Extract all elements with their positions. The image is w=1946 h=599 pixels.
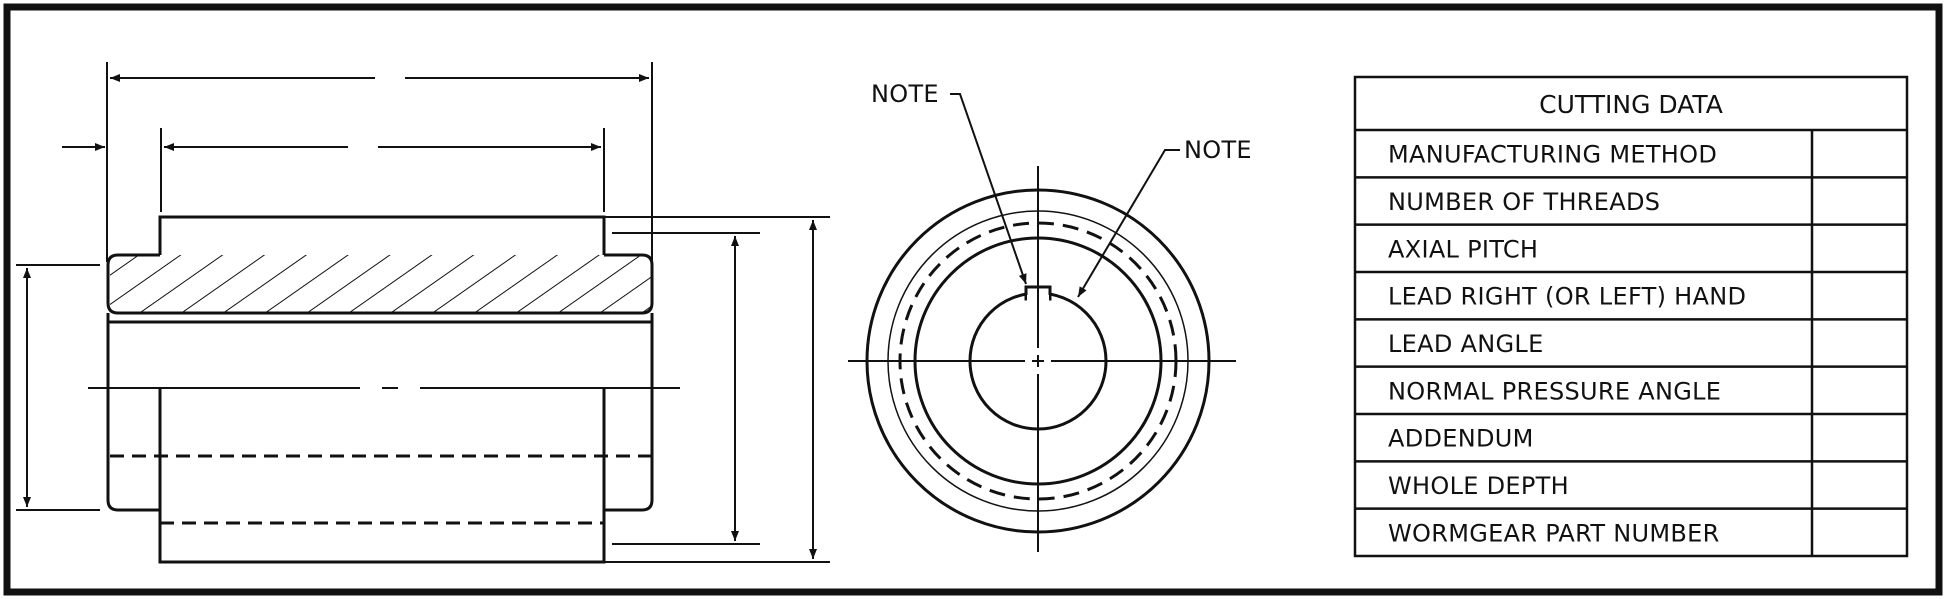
note-label-left: NOTE [871,80,939,108]
table-row-label: MANUFACTURING METHOD [1388,141,1717,169]
note-leader-left [950,93,1027,285]
table-row-label: ADDENDUM [1388,425,1534,453]
table-title: CUTTING DATA [1539,90,1723,119]
note-leader-right [1077,149,1180,298]
end-view: NOTE NOTE [848,80,1252,552]
table-border [1353,75,1909,558]
table-row-label: WORMGEAR PART NUMBER [1388,519,1720,547]
table-row-label: WHOLE DEPTH [1388,472,1569,500]
lower-hub-outline [158,388,606,564]
note-label-right: NOTE [1184,136,1252,164]
table-row-label: NORMAL PRESSURE ANGLE [1388,377,1721,405]
lower-body-outline [106,313,654,512]
cutting-data-table: CUTTING DATA MANUFACTURING METHOD NUMBER … [1353,75,1909,558]
hatched-section [110,255,652,313]
table-row-label: LEAD ANGLE [1388,330,1544,358]
section-outline [106,215,654,315]
section-view [16,62,830,564]
table-row-label: NUMBER OF THREADS [1388,188,1660,216]
drawing-border [3,3,1943,596]
table-row-label: AXIAL PITCH [1388,235,1538,263]
table-row-label: LEAD RIGHT (OR LEFT) HAND [1388,283,1746,311]
